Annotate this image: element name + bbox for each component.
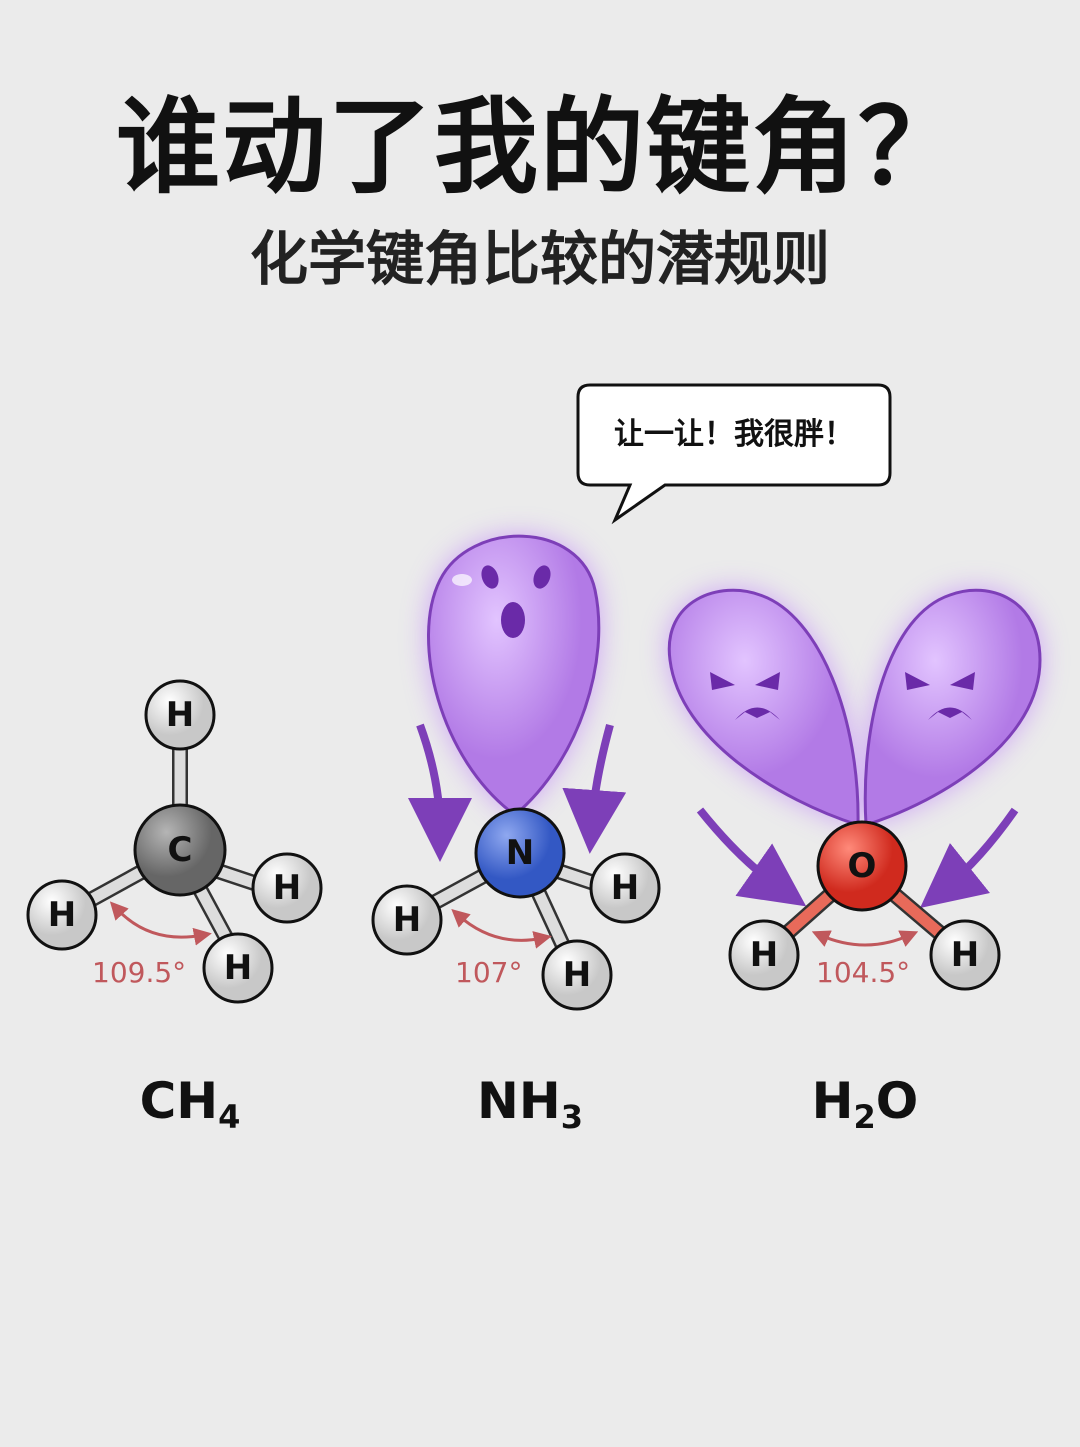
lone-pair-angry-left (667, 588, 860, 828)
svg-text:H: H (750, 935, 778, 975)
speech-bubble-text: 让一让！我很胖！ (614, 417, 854, 452)
svg-text:C: C (168, 830, 193, 870)
formula-h2o: H2O (811, 1072, 919, 1136)
formula-ch4: CH4 (139, 1072, 241, 1136)
svg-text:H: H (166, 695, 194, 735)
lone-pair-scared (427, 534, 601, 817)
ch4-molecule: C H H H H 109.5° (26, 679, 323, 1004)
angle-label: 104.5° (816, 956, 910, 989)
oxygen-atom (816, 820, 908, 912)
angle-label: 107° (455, 956, 522, 989)
svg-text:H: H (273, 868, 301, 908)
nitrogen-atom (474, 807, 566, 899)
page-subtitle: 化学键角比较的潜规则 (249, 225, 830, 293)
formula-nh3: NH3 (477, 1072, 583, 1136)
svg-text:O: O (848, 846, 877, 886)
svg-text:N: N (506, 833, 534, 873)
nh3-molecule: N H H H 107° (371, 534, 661, 1011)
carbon-atom (133, 803, 227, 897)
speech-bubble (576, 383, 892, 525)
svg-text:H: H (951, 935, 979, 975)
page-title: 谁动了我的键角？ (115, 86, 964, 208)
svg-text:H: H (48, 895, 76, 935)
svg-text:H: H (611, 868, 639, 908)
angle-label: 109.5° (92, 956, 186, 989)
svg-text:H: H (224, 948, 252, 988)
svg-text:H: H (393, 900, 421, 940)
svg-text:H: H (563, 955, 591, 995)
h2o-molecule: O H H 104.5° (667, 588, 1042, 991)
lone-pair-angry-right (863, 588, 1042, 828)
